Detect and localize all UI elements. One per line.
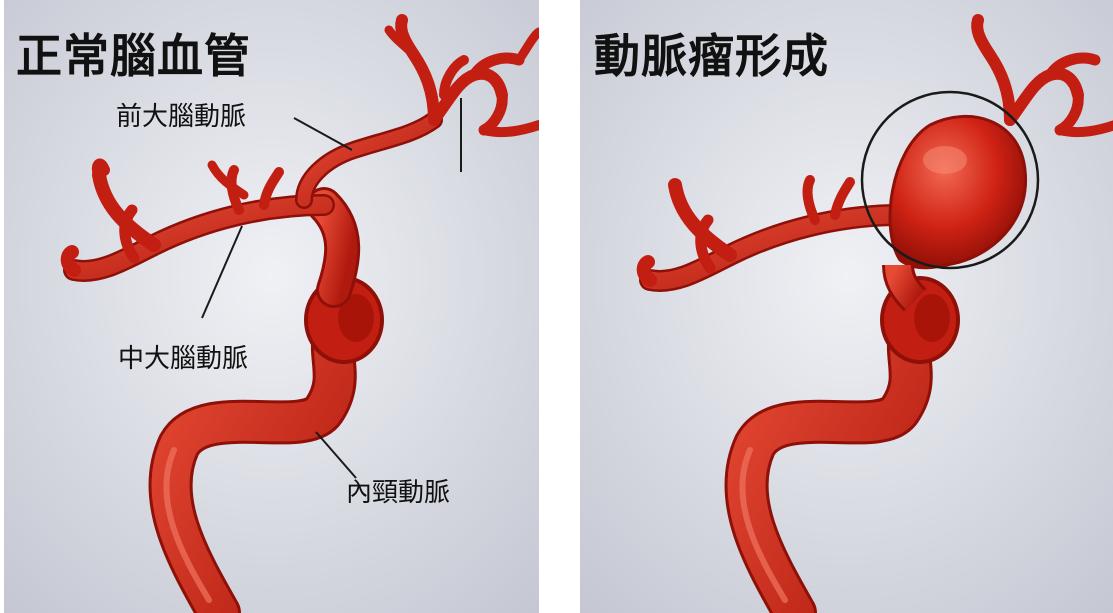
aneurysm-panel: 動脈瘤形成 <box>580 0 1113 613</box>
middle-cerebral-artery-label: 中大腦動脈 <box>118 338 248 375</box>
anterior-cerebral-artery-label: 前大腦動脈 <box>116 96 246 133</box>
normal-vessels-illustration <box>4 0 539 613</box>
internal-carotid-artery-label: 內頸動脈 <box>346 472 450 509</box>
aneurysm-illustration <box>580 0 1113 613</box>
panel-title: 動脈瘤形成 <box>594 20 829 86</box>
normal-vessels-panel: 正常腦血管 前大腦動脈 中大腦動脈 內頸動脈 <box>4 0 539 613</box>
panel-title: 正常腦血管 <box>16 20 251 86</box>
